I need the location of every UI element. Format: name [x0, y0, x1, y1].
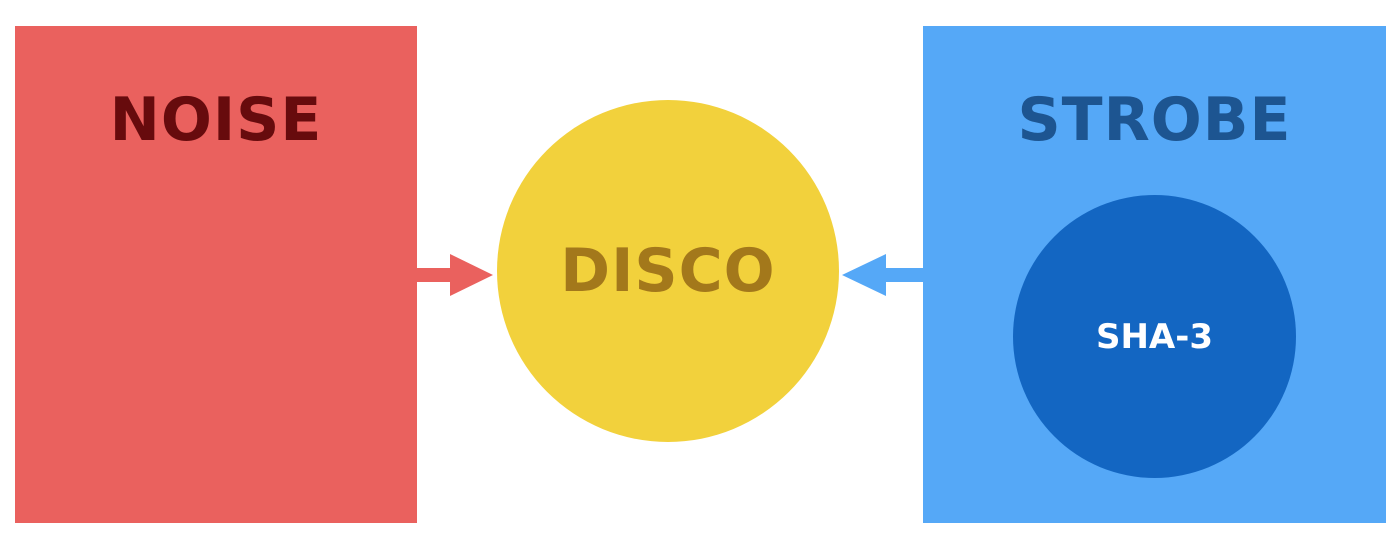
disco-label: DISCO: [560, 236, 776, 306]
arrow-noise-to-disco: [417, 254, 493, 296]
disco-circle: DISCO: [497, 100, 839, 442]
strobe-label: STROBE: [1017, 85, 1292, 155]
arrow-noise-head: [450, 254, 493, 296]
sha3-circle: SHA-3: [1013, 195, 1296, 478]
strobe-box: STROBE SHA-3: [923, 26, 1386, 523]
arrow-strobe-shaft: [882, 268, 924, 282]
noise-box: NOISE: [15, 26, 417, 523]
arrow-strobe-head: [842, 254, 886, 296]
arrow-noise-shaft: [417, 268, 453, 282]
sha3-label: SHA-3: [1095, 316, 1214, 357]
arrow-strobe-to-disco: [842, 254, 924, 296]
noise-label: NOISE: [109, 85, 323, 155]
